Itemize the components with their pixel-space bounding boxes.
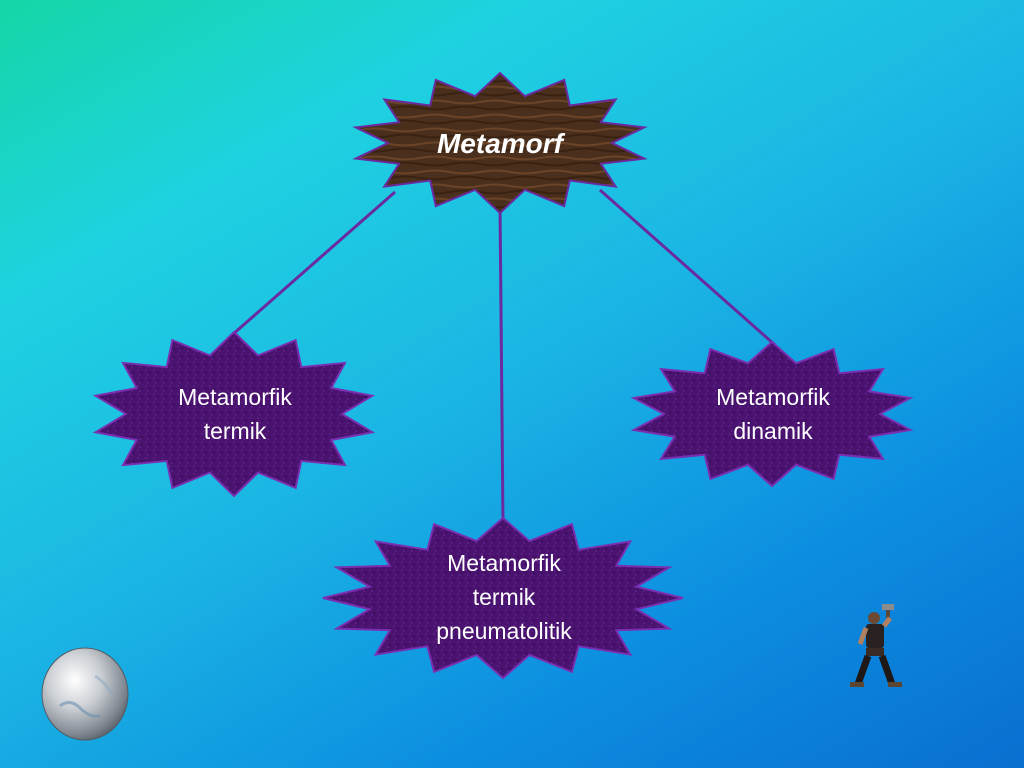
node-termik-line2: termik xyxy=(203,418,267,444)
node-pneumatolitik-line1: Metamorfik xyxy=(447,550,561,576)
root-node-label: Metamorf xyxy=(436,128,563,159)
dinamik-burst-shape[interactable] xyxy=(630,340,914,488)
node-termik-line1: Metamorfik xyxy=(178,384,292,410)
node-termik-label: Metamorfik termik xyxy=(140,380,330,448)
node-pneumatolitik-line2: termik xyxy=(472,584,536,610)
node-pneumatolitik-line3: pneumatolitik xyxy=(436,618,572,644)
node-dinamik-label: Metamorfik dinamik xyxy=(678,380,868,448)
node-pneumatolitik-label: Metamorfik termik pneumatolitik xyxy=(400,546,608,648)
connector-root-termik xyxy=(231,190,396,337)
pneumatolitik-burst-shape[interactable] xyxy=(322,516,684,680)
node-dinamik-line1: Metamorfik xyxy=(716,384,830,410)
termik-burst-shape[interactable] xyxy=(92,330,376,498)
node-dinamik-line2: dinamik xyxy=(733,418,813,444)
connector-root-dinamik xyxy=(599,188,776,347)
root-burst-shape[interactable] xyxy=(352,71,648,215)
caveman-with-axe-icon xyxy=(850,604,902,687)
gray-sphere-icon xyxy=(41,647,129,741)
connector-root-pneumatolitik xyxy=(498,204,505,523)
